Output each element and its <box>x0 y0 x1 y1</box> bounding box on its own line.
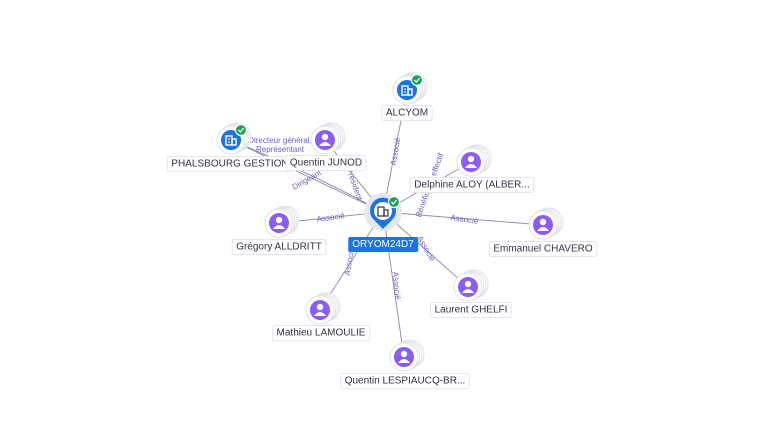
person-icon <box>537 218 549 231</box>
node-alldritt[interactable]: Grégory ALLDRITT <box>231 205 327 255</box>
edge-label: Directeur général,Représentant <box>248 136 312 154</box>
building-icon <box>225 135 237 146</box>
node-chavero[interactable]: Emmanuel CHAVERO <box>488 207 598 257</box>
edge-line <box>230 139 384 213</box>
svg-text:Grégory ALLDRITT: Grégory ALLDRITT <box>236 242 322 253</box>
node-lamoulie[interactable]: Mathieu LAMOULIE <box>272 292 371 341</box>
node-alcyom[interactable]: ALCYOM <box>381 72 433 121</box>
svg-text:Emmanuel CHAVERO: Emmanuel CHAVERO <box>493 244 593 255</box>
node-aloy[interactable]: Delphine ALOY (ALBER... <box>409 144 535 193</box>
person-icon <box>462 280 474 293</box>
center-node[interactable]: ORYOM24D7 <box>348 193 419 252</box>
svg-text:ORYOM24D7: ORYOM24D7 <box>352 239 414 250</box>
node-label: Laurent GHELFI <box>430 302 512 318</box>
svg-text:Laurent GHELFI: Laurent GHELFI <box>435 305 508 316</box>
svg-text:Quentin LESPIAUCQ-BR...: Quentin LESPIAUCQ-BR... <box>345 376 466 387</box>
svg-text:Delphine ALOY (ALBER...: Delphine ALOY (ALBER... <box>414 180 529 191</box>
edge-label: Président <box>344 167 364 203</box>
node-label: Mathieu LAMOULIE <box>272 325 371 341</box>
person-icon <box>273 216 285 229</box>
edge-label: Associé <box>316 211 346 224</box>
edge-lespiaucq-9: Associé <box>382 211 405 358</box>
building-icon <box>401 85 413 96</box>
node-ghelfi[interactable]: Laurent GHELFI <box>430 269 512 318</box>
verified-badge-icon <box>410 73 424 87</box>
node-label: Quentin JUNOD <box>285 155 367 171</box>
edge-phalsbourg-1: Directeur général,Représentant <box>230 136 384 213</box>
verified-badge-icon <box>234 123 248 137</box>
node-label: Emmanuel CHAVERO <box>488 241 598 257</box>
person-icon <box>319 133 331 146</box>
svg-text:Quentin JUNOD: Quentin JUNOD <box>290 158 362 169</box>
node-label: Delphine ALOY (ALBER... <box>409 177 535 193</box>
node-label: ALCYOM <box>381 105 433 121</box>
person-icon <box>314 303 326 316</box>
node-phalsbourg[interactable]: PHALSBOURG GESTION <box>166 122 294 172</box>
edge-chavero-6: Associé <box>382 211 544 226</box>
edge-label: Associé <box>391 271 402 300</box>
person-icon <box>465 155 477 168</box>
node-label: Grégory ALLDRITT <box>231 239 327 255</box>
node-lespiaucq[interactable]: Quentin LESPIAUCQ-BR... <box>340 339 470 389</box>
svg-text:ALCYOM: ALCYOM <box>386 108 428 119</box>
edge-label: Associé <box>415 234 437 263</box>
building-icon <box>377 206 389 217</box>
svg-text:PHALSBOURG GESTION: PHALSBOURG GESTION <box>171 159 288 170</box>
svg-text:Mathieu LAMOULIE: Mathieu LAMOULIE <box>277 328 366 339</box>
edge-label: Associé <box>450 213 480 226</box>
node-junod[interactable]: Quentin JUNOD <box>285 122 367 171</box>
center-label[interactable]: ORYOM24D7 <box>348 237 419 252</box>
edge-label: Associé <box>389 136 403 166</box>
person-icon <box>398 350 410 363</box>
verified-badge-icon <box>387 195 401 209</box>
node-label: Quentin LESPIAUCQ-BR... <box>340 373 470 389</box>
node-label: PHALSBOURG GESTION <box>166 156 294 172</box>
